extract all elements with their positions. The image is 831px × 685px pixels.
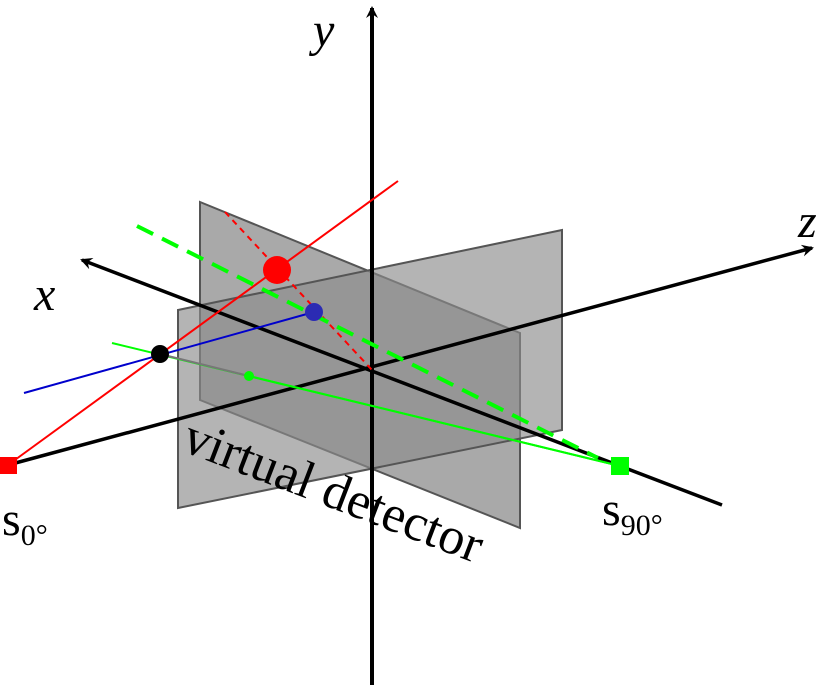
source-s90-subscript: 90° [621, 509, 663, 542]
grey-connector [159, 353, 250, 377]
red-projection-line [224, 211, 373, 371]
red-point [263, 256, 291, 284]
source-s0-base: s [2, 493, 21, 546]
source-s0-label: s0° [2, 493, 48, 552]
y-axis-label: y [308, 4, 335, 57]
green-dashed-ray [136, 224, 599, 460]
source-s90-marker [611, 457, 629, 475]
green-point [244, 371, 254, 381]
source-s0-subscript: 0° [21, 519, 48, 552]
source-s90-label: s90° [602, 483, 663, 542]
source-s0-marker [0, 457, 17, 474]
source-s90-base: s [602, 483, 621, 536]
x-axis-label: x [33, 268, 55, 321]
z-axis-label: z [797, 195, 817, 248]
green-projection-line [248, 375, 621, 467]
blue-point [305, 303, 323, 321]
red-ray [7, 180, 399, 466]
z-axis [7, 244, 814, 467]
blue-ray [23, 311, 315, 394]
black-point [151, 345, 169, 363]
